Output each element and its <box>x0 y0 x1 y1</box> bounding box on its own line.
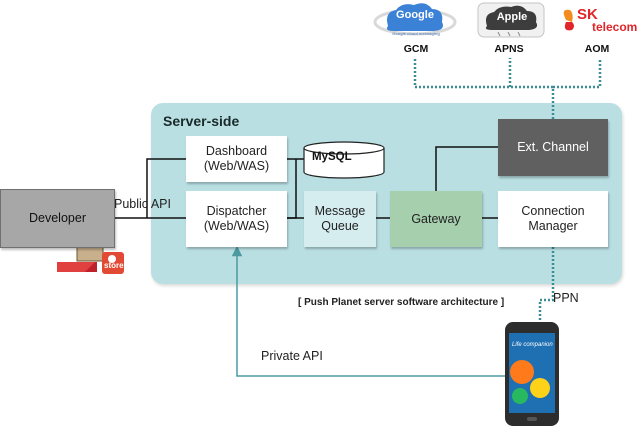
ext-services-dotted-connector <box>413 58 602 119</box>
ppn-dotted-connector <box>538 247 555 322</box>
message-queue-box: Message Queue <box>304 191 376 247</box>
diagram-caption: [ Push Planet server software architectu… <box>298 297 505 308</box>
gcm-label: GCM <box>403 43 429 55</box>
gateway-box: Gateway <box>390 191 482 247</box>
public-api-connector <box>115 158 186 219</box>
sk-logo-text: SK <box>577 6 598 23</box>
apns-label: APNS <box>494 43 524 55</box>
telecom-logo-text: telecom <box>592 20 638 34</box>
database-cylinder-icon <box>303 141 385 179</box>
developer-label: Developer <box>29 211 86 225</box>
smartphone-icon <box>505 322 559 426</box>
apple-logo-text: Apple <box>496 11 528 23</box>
apple-cloud-logo <box>477 2 545 38</box>
store-label: store <box>104 261 124 270</box>
dispatcher-box: Dispatcher (Web/WAS) <box>186 191 287 247</box>
dispatcher-label: Dispatcher (Web/WAS) <box>203 204 270 233</box>
private-api-label: Private API <box>261 349 323 363</box>
message-queue-label: Message Queue <box>314 204 366 233</box>
public-api-label: Public API <box>114 197 171 211</box>
google-logo-text: Google <box>396 9 434 21</box>
ext-channel-box: Ext. Channel <box>498 119 608 176</box>
aom-label: AOM <box>584 43 610 55</box>
mysql-label: MySQL <box>312 151 352 163</box>
connection-manager-label: Connection Manager <box>521 204 585 233</box>
ext-channel-label: Ext. Channel <box>517 140 589 154</box>
gateway-ext-connector <box>435 146 498 191</box>
ppn-label: PPN <box>553 291 579 305</box>
google-cloud-logo <box>373 3 457 36</box>
gateway-label: Gateway <box>411 211 461 226</box>
connection-manager-box: Connection Manager <box>498 191 608 247</box>
mysql-connector <box>287 158 304 219</box>
server-side-title: Server-side <box>163 113 240 129</box>
private-api-arrow <box>231 245 510 377</box>
dashboard-box: Dashboard (Web/WAS) <box>186 136 287 182</box>
phone-screen-text: Life companion <box>512 342 553 348</box>
sk-telecom-logo <box>563 9 574 31</box>
developer-box: Developer <box>0 189 115 248</box>
dashboard-label: Dashboard (Web/WAS) <box>203 144 270 173</box>
google-tagline: Google cloud messaging <box>392 31 440 36</box>
